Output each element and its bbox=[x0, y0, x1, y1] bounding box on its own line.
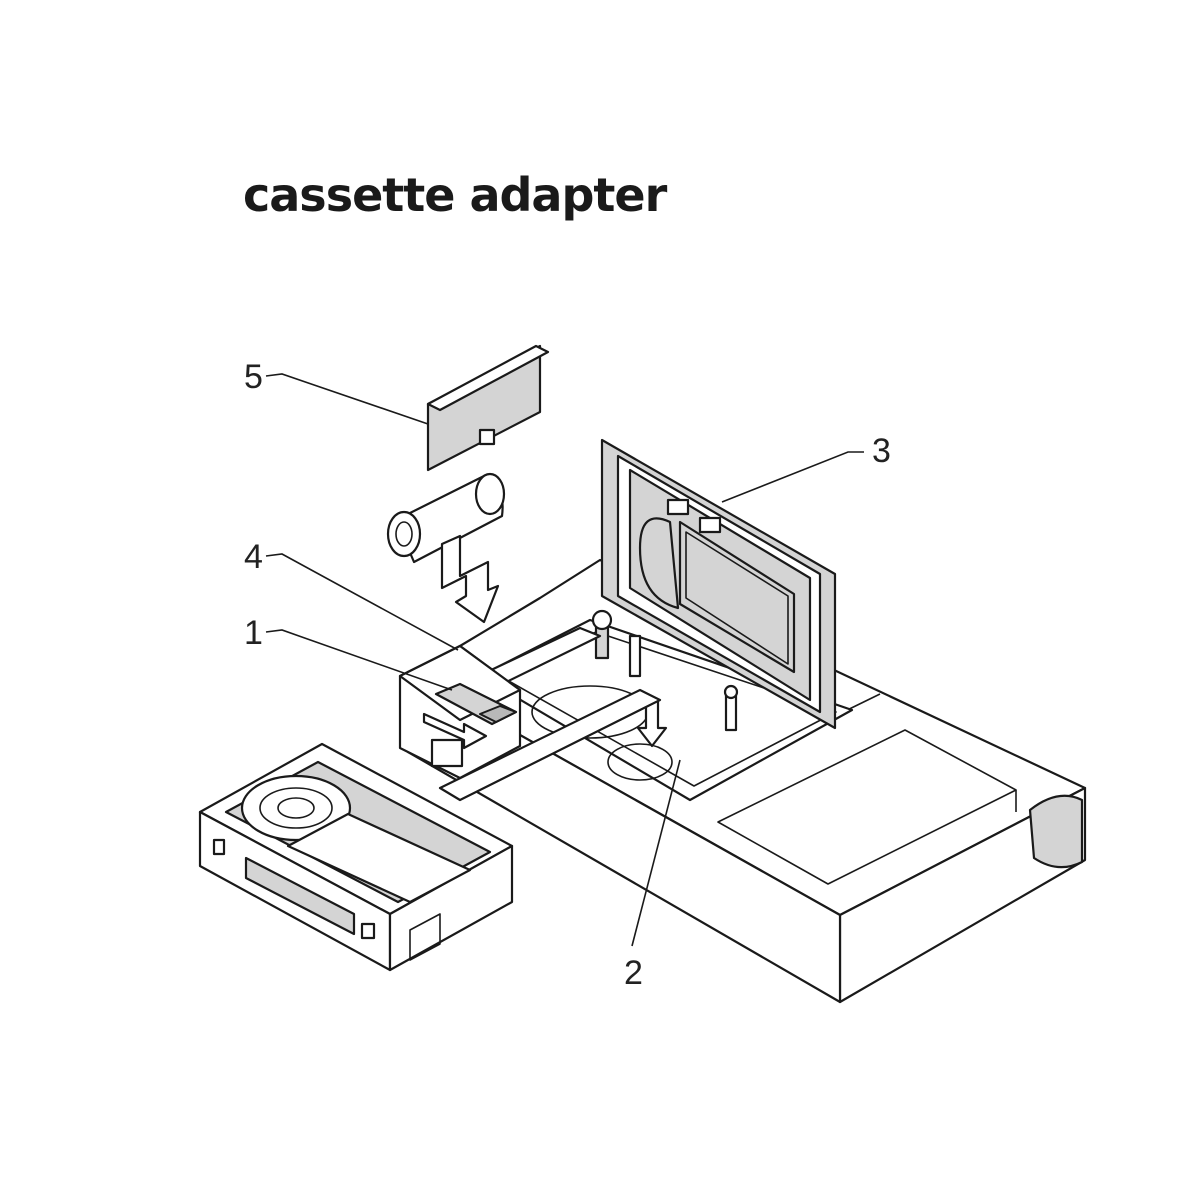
release-slider bbox=[398, 626, 662, 802]
callout-2: 2 bbox=[624, 954, 643, 992]
callout-leaders bbox=[265, 373, 864, 947]
adapter-lid bbox=[600, 438, 837, 730]
callout-5: 5 bbox=[244, 358, 263, 396]
callout-4: 4 bbox=[244, 538, 263, 576]
compact-cassette bbox=[198, 742, 514, 972]
adapter-compartment bbox=[478, 609, 854, 802]
battery bbox=[386, 472, 506, 624]
diagram-title: cassette adapter bbox=[243, 168, 667, 222]
callout-1: 1 bbox=[244, 614, 263, 652]
battery-door bbox=[426, 344, 550, 472]
callout-3: 3 bbox=[872, 432, 891, 470]
